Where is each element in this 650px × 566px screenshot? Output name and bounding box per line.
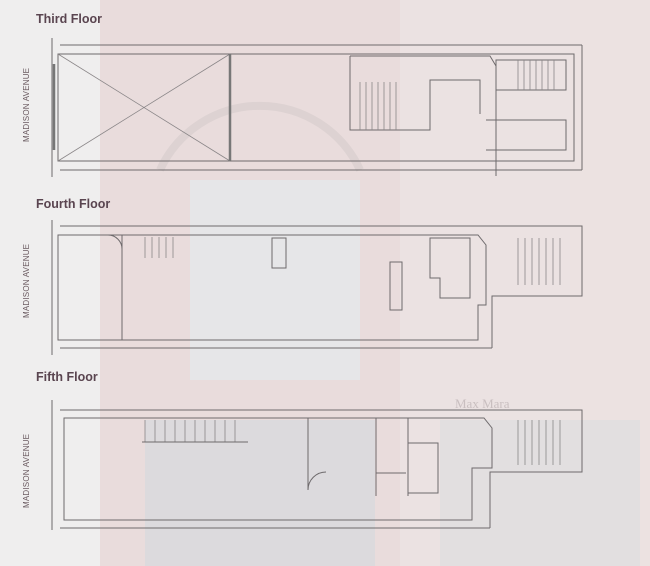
fourth-floor-street-label: MADISON AVENUE: [22, 243, 31, 318]
fifth-floor-plan: [51, 400, 583, 530]
third-floor-title: Third Floor: [36, 12, 102, 26]
fifth-floor-street-label: MADISON AVENUE: [22, 433, 31, 508]
third-floor-plan: [51, 38, 583, 177]
fourth-floor-plan: [51, 220, 583, 355]
fourth-floor-title: Fourth Floor: [36, 197, 111, 211]
third-floor-street-label: MADISON AVENUE: [22, 67, 31, 142]
fifth-floor-title: Fifth Floor: [36, 370, 98, 384]
storefront-sign: Max Mara: [455, 396, 510, 411]
